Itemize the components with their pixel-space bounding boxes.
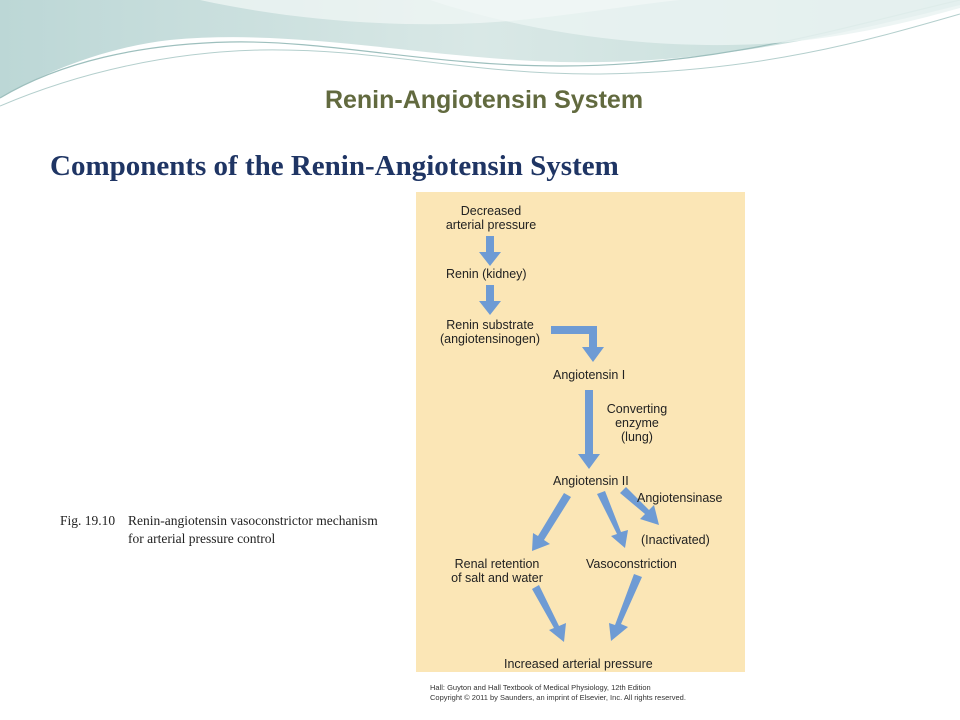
arrow-renin-to-substrate — [479, 285, 501, 315]
arrow-angiotensin-2-to-renal-retention — [532, 493, 571, 551]
node-renin: Renin (kidney) — [446, 267, 527, 281]
node-decreased-pressure: Decreased arterial pressure — [445, 204, 537, 232]
slide-subtitle: Components of the Renin-Angiotensin Syst… — [50, 150, 619, 182]
arrow-renal-retention-to-increased-pressure — [532, 585, 566, 642]
credit-line-2: Copyright © 2011 by Saunders, an imprint… — [430, 693, 686, 702]
arrow-angiotensin-1-to-2 — [578, 390, 600, 469]
node-vasoconstriction: Vasoconstriction — [586, 557, 677, 571]
credit-background — [416, 672, 745, 703]
node-angiotensin-1: Angiotensin I — [553, 368, 626, 382]
node-angiotensinase: Angiotensinase — [637, 491, 723, 505]
node-increased-pressure: Increased arterial pressure — [504, 657, 653, 671]
node-angiotensin-2: Angiotensin II — [553, 474, 629, 488]
node-renin-substrate: Renin substrate (angiotensinogen) — [439, 318, 541, 346]
renin-angiotensin-flow-diagram: Decreased arterial pressure Renin (kidne… — [416, 192, 745, 703]
header-wave-banner — [0, 0, 960, 107]
node-converting-enzyme: Converting enzyme (lung) — [606, 402, 668, 444]
node-inactivated: (Inactivated) — [641, 533, 710, 547]
credit-line-1: Hall: Guyton and Hall Textbook of Medica… — [430, 683, 651, 692]
figure-number: Fig. 19.10 — [60, 513, 116, 528]
diagram-background — [416, 192, 745, 672]
diagram-canvas — [416, 192, 745, 703]
arrow-angiotensin-2-to-inactivated — [620, 487, 659, 525]
arrow-pressure-to-renin — [479, 236, 501, 266]
arrow-vasoconstriction-to-increased-pressure — [609, 574, 642, 641]
arrow-angiotensin-2-to-vasoconstriction — [597, 491, 628, 548]
figure-caption-text: Renin-angiotensin vasoconstrictor mechan… — [128, 513, 378, 546]
arrow-substrate-to-angiotensin-1 — [551, 326, 604, 362]
figure-credit: Hall: Guyton and Hall Textbook of Medica… — [430, 683, 686, 703]
node-renal-retention: Renal retention of salt and water — [451, 557, 543, 585]
slide-title: Renin-Angiotensin System — [324, 86, 644, 114]
